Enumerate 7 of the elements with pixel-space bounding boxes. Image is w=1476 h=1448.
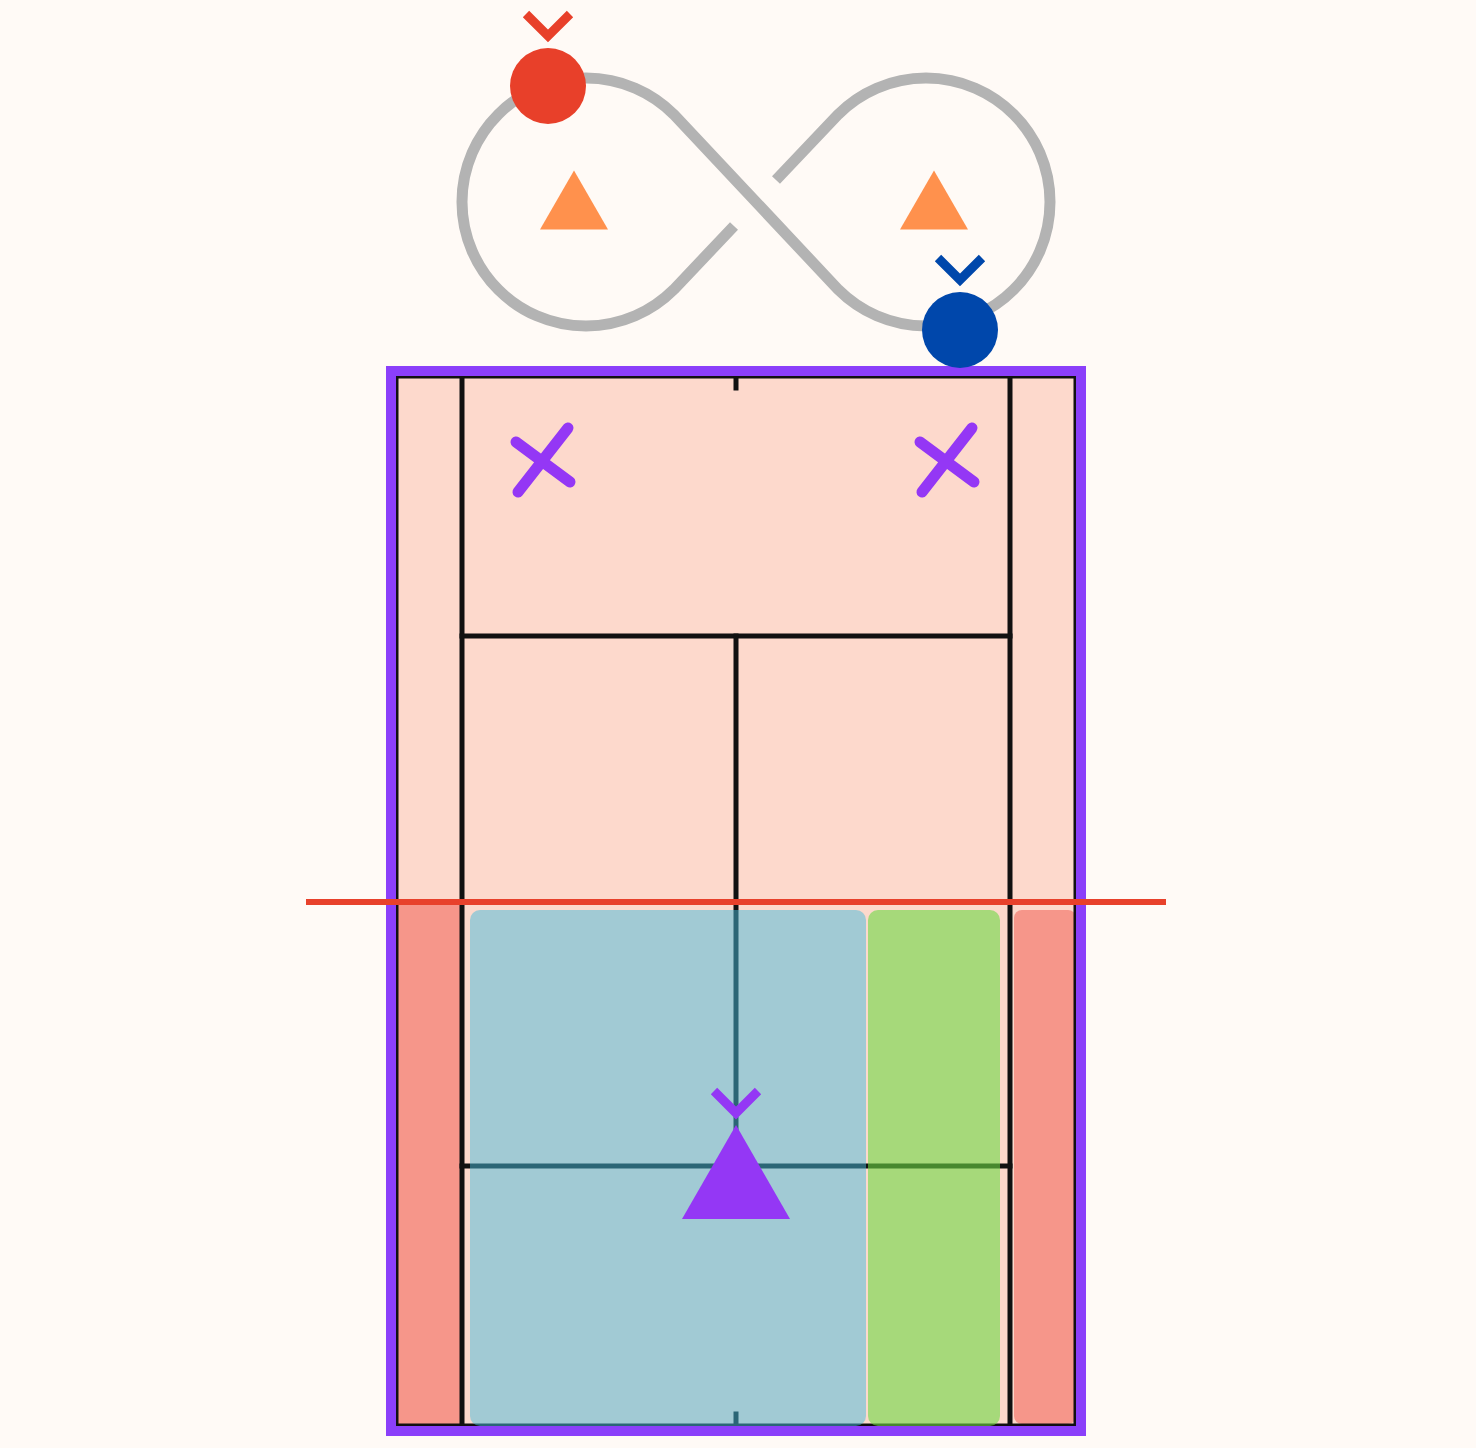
cross-mark-icon: [510, 422, 576, 498]
triangle-icon: [900, 170, 968, 230]
triangle-marker-icon: [682, 1087, 790, 1219]
cross-mark-icon: [914, 422, 980, 498]
player-marker-icon: [510, 10, 586, 124]
player-marker-icon: [922, 254, 998, 368]
triangle-icon: [540, 170, 608, 230]
